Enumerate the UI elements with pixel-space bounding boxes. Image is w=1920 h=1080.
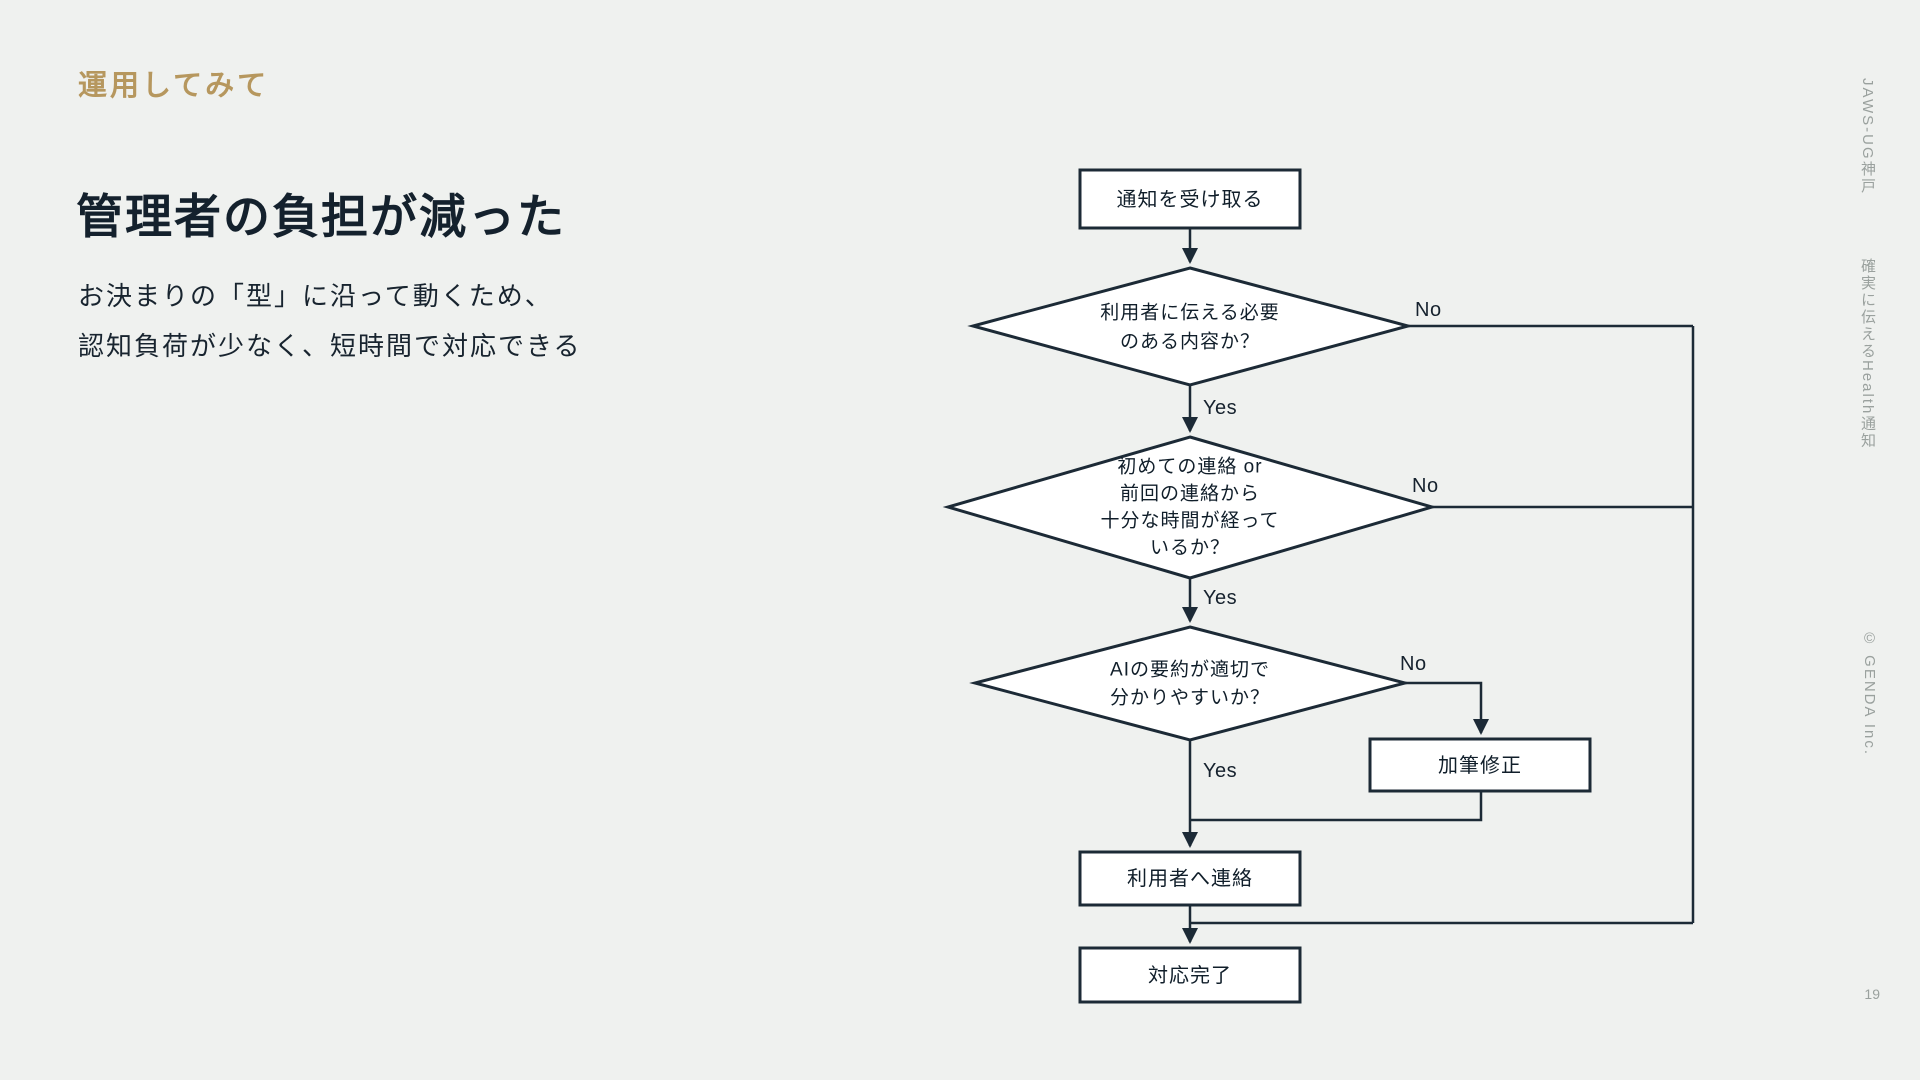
flow-decision-enough-time-line2: 前回の連絡から <box>1120 483 1260 505</box>
flow-node-response-complete-label: 対応完了 <box>1148 964 1232 987</box>
talk-title-vertical: 確実に伝えるHealth通知 <box>1859 258 1876 450</box>
page-title: 管理者の負担が減った <box>76 190 566 243</box>
label-no-2: No <box>1412 475 1439 497</box>
event-name-vertical: JAWS-UG神戸 <box>1859 78 1876 195</box>
page-number: 19 <box>1864 986 1880 1002</box>
label-no-3: No <box>1400 653 1427 675</box>
flow-node-edit-revise: 加筆修正 <box>1368 737 1592 793</box>
flow-node-receive-notification-label: 通知を受け取る <box>1117 188 1264 211</box>
flow-node-contact-users: 利用者へ連絡 <box>1078 850 1302 907</box>
flow-decision-need-to-inform-line1: 利用者に伝える必要 <box>1100 302 1279 324</box>
edge-edit-return <box>1190 791 1483 822</box>
flow-node-receive-notification: 通知を受け取る <box>1078 168 1302 230</box>
flow-decision-ai-summary-ok-line1: AIの要約が適切で <box>1110 659 1270 681</box>
body-copy: お決まりの「型」に沿って動くため、 認知負荷が少なく、短時間で対応できる <box>78 272 581 372</box>
flow-decision-enough-time: 初めての連絡 or 前回の連絡から 十分な時間が経って いるか？ <box>942 435 1438 580</box>
flow-decision-enough-time-line3: 十分な時間が経って <box>1100 510 1279 532</box>
flow-decision-ai-summary-ok: AIの要約が適切で 分かりやすいか？ <box>969 625 1411 742</box>
label-yes-3: Yes <box>1203 760 1237 782</box>
section-kicker: 運用してみて <box>78 70 270 102</box>
body-line-2: 認知負荷が少なく、短時間で対応できる <box>78 330 582 361</box>
label-yes-1: Yes <box>1203 397 1237 419</box>
label-yes-2: Yes <box>1203 587 1237 609</box>
flow-decision-enough-time-line1: 初めての連絡 or <box>1117 456 1262 478</box>
flow-node-contact-users-label: 利用者へ連絡 <box>1127 867 1253 890</box>
label-no-1: No <box>1415 299 1442 321</box>
body-line-1: お決まりの「型」に沿って動くため、 <box>78 281 553 311</box>
flow-node-response-complete: 対応完了 <box>1078 946 1302 1004</box>
flow-node-edit-revise-label: 加筆修正 <box>1438 754 1522 777</box>
copyright-vertical: © GENDA Inc. <box>1861 630 1878 757</box>
edge-decision3-no-to-edit <box>1405 681 1489 735</box>
flow-decision-need-to-inform-line2: のある内容か？ <box>1120 331 1260 353</box>
flow-decision-enough-time-line4: いるか？ <box>1150 538 1230 559</box>
flow-decision-need-to-inform: 利用者に伝える必要 のある内容か？ <box>967 266 1414 387</box>
flow-decision-ai-summary-ok-line2: 分かりやすいか？ <box>1110 687 1270 709</box>
